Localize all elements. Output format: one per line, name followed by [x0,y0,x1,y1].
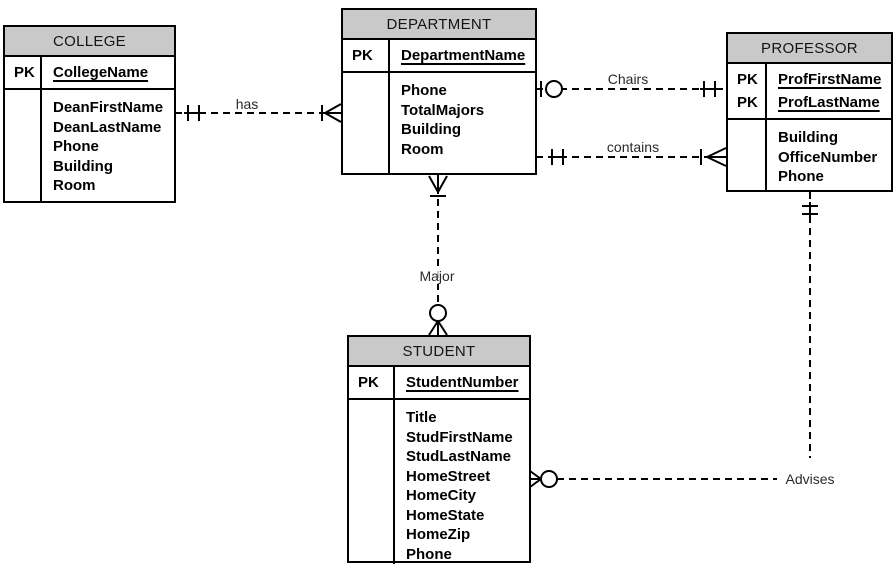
pk-label-cell: PK PK [728,64,767,118]
pk-label-cell: PK [343,40,390,71]
relationship-label: Chairs [608,71,648,87]
relationship-label: contains [607,139,659,155]
relationship-major: Major [413,175,461,336]
attributes-section: Phone TotalMajors Building Room [343,73,535,173]
attribute: Title [406,409,437,426]
crows-foot-icon [324,103,342,123]
attribute: DeanLastName [53,118,162,136]
entity-title: COLLEGE [5,27,174,57]
attribute: Building [778,129,838,146]
entity-title: DEPARTMENT [343,10,535,40]
crows-foot-icon [529,470,542,488]
pk-label: PK [737,94,758,111]
label-backing [604,138,662,155]
attribute: HomeState [406,506,485,524]
attributes-left-gutter [349,400,395,564]
attribute: TotalMajors [401,101,485,119]
pk-names-cell: StudentNumber [395,367,529,398]
attributes-list: DeanFirstName DeanLastName Phone Buildin… [42,90,174,201]
optional-circle-icon [429,304,447,322]
attributes-left-gutter [5,90,42,201]
attribute: Building [53,157,113,175]
attribute: Phone [406,545,452,563]
attribute: Phone [53,138,99,155]
attribute: Room [53,177,96,194]
attribute: HomeZip [406,526,471,543]
relationship-label: has [236,96,259,112]
attributes-list: Title StudFirstName StudLastName HomeStr… [395,400,529,564]
attribute: HomeCity [406,487,477,504]
crows-foot-icon [706,147,727,167]
pk-row: PK PK ProfFirstName ProfLastName [728,64,891,120]
label-backing [413,267,461,284]
entity-professor: PROFESSOR PK PK ProfFirstName ProfLastNa… [726,32,893,192]
pk-attribute: CollegeName [53,64,149,81]
relationship-label: Major [419,268,454,284]
optional-circle-icon [545,80,563,98]
pk-names-cell: DepartmentName [390,40,535,71]
pk-names-cell: CollegeName [42,57,174,88]
label-backing [603,70,653,87]
entity-title: PROFESSOR [728,34,891,64]
pk-label: PK [14,64,35,81]
attributes-section: Title StudFirstName StudLastName HomeStr… [349,400,529,564]
pk-row: PK CollegeName [5,57,174,90]
pk-attribute: StudentNumber [406,374,519,391]
label-backing [227,95,267,112]
pk-attribute: DepartmentName [401,47,526,64]
entity-title: STUDENT [349,337,529,367]
attributes-section: DeanFirstName DeanLastName Phone Buildin… [5,90,174,201]
relationship-label: Advises [785,471,834,487]
pk-attribute: ProfLastName [778,94,880,111]
attribute: DeanFirstName [53,99,164,116]
relationship-has: has [175,95,342,123]
attributes-list: Phone TotalMajors Building Room [390,73,535,173]
attribute: Phone [401,82,447,99]
pk-attribute: ProfFirstName [778,71,882,88]
pk-label-cell: PK [5,57,42,88]
attribute: Phone [778,168,824,185]
entity-department: DEPARTMENT PK DepartmentName Phone Total… [341,8,537,175]
pk-label: PK [737,71,758,88]
pk-names-cell: ProfFirstName ProfLastName [767,64,891,118]
entity-college: COLLEGE PK CollegeName DeanFirstName Dea… [3,25,176,203]
attribute: Room [401,140,444,158]
pk-label: PK [358,374,379,391]
crows-foot-icon [428,320,448,336]
attribute: OfficeNumber [778,148,878,166]
pk-row: PK DepartmentName [343,40,535,73]
attributes-list: Building OfficeNumber Phone [767,120,891,190]
attributes-section: Building OfficeNumber Phone [728,120,891,190]
relationship-contains: contains [536,138,727,167]
pk-label: PK [352,47,373,64]
relationship-chairs: Chairs [536,70,726,98]
attribute: Building [401,121,461,138]
attributes-left-gutter [728,120,767,190]
attribute: StudLastName [406,448,512,465]
pk-row: PK StudentNumber [349,367,529,400]
attributes-left-gutter [343,73,390,173]
relationship-advises: Advises [529,192,835,488]
optional-circle-icon [540,470,558,488]
attribute: StudFirstName [406,428,513,446]
pk-label-cell: PK [349,367,395,398]
entity-student: STUDENT PK StudentNumber Title StudFirst… [347,335,531,564]
crows-foot-icon [428,175,448,193]
attribute: HomeStreet [406,467,491,485]
